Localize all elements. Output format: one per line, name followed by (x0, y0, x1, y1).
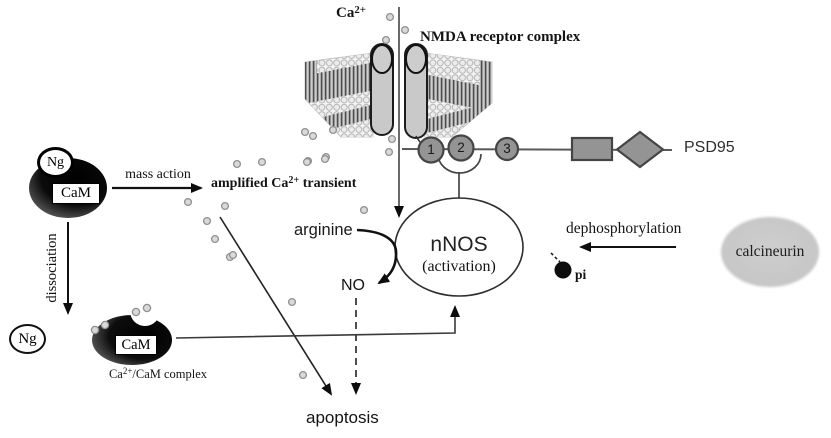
calcineurin-label: calcineurin (735, 243, 805, 260)
channel-cap-left (371, 44, 393, 74)
sh3-domain-rect (570, 136, 614, 162)
pdz1-number: 1 (427, 142, 435, 157)
ca-ion-dots (90, 12, 410, 380)
pdz-domain-3 (494, 136, 520, 162)
calmodulin-bound: CaM (115, 335, 157, 355)
calcineurin-ellipse (721, 217, 819, 287)
apoptosis-label: apoptosis (306, 408, 379, 427)
arginine-to-no-arrow (356, 228, 398, 285)
membrane-right (424, 52, 493, 138)
ca-influx-label: Ca2+ (336, 4, 366, 21)
calmodulin-top: CaM (52, 183, 100, 204)
nmda-receptor-label: NMDA receptor complex (420, 29, 581, 45)
psd95-scaffold (401, 130, 673, 198)
pi-label: pi (575, 267, 587, 282)
neurogranin-free: Ng (9, 324, 46, 354)
pdz3-number: 3 (503, 141, 511, 156)
no-label: NO (341, 277, 365, 294)
arginine-label: arginine (294, 221, 353, 239)
pi-release-dash (550, 252, 561, 263)
neurogranin-top: Ng (37, 147, 74, 178)
dissociation-label: dissociation (44, 233, 60, 303)
nnos-label: nNOS (430, 233, 488, 256)
pdz-domain-1 (417, 136, 445, 164)
ca-to-apoptosis-arrow (219, 216, 333, 396)
nnos-activation-label: (activation) (422, 258, 496, 275)
dephosphorylation-label: dephosphorylation (566, 220, 682, 237)
ca-cam-complex-label: Ca2+/CaM complex (108, 366, 208, 381)
arrows (63, 183, 676, 396)
gk-domain-diamond (615, 130, 665, 169)
phosphate-dot (554, 261, 572, 279)
cam-to-nnos-arrow (175, 305, 460, 339)
nmda-channel-subunits (370, 43, 428, 139)
pdz2-number: 2 (457, 140, 465, 155)
channel-cap-right (405, 44, 427, 74)
mass-action-label: mass action (125, 167, 191, 182)
membrane-left (304, 52, 374, 138)
amplified-ca-transient-label: amplified Ca2+ transient (211, 175, 357, 191)
psd95-label: PSD95 (684, 139, 735, 156)
pdz-domain-2 (447, 134, 475, 162)
